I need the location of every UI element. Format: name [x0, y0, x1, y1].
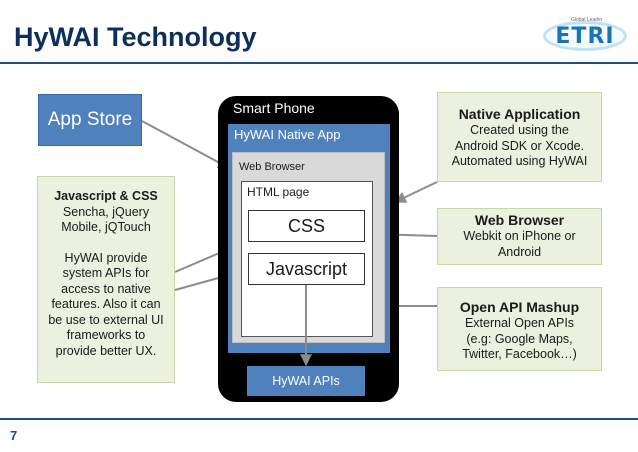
- note-line: Webkit on iPhone or: [463, 229, 576, 243]
- page-number: 7: [10, 428, 18, 443]
- native-application-note: Native Application Created using the And…: [437, 92, 602, 182]
- logo-tagline: Global Leader: [571, 17, 603, 23]
- javascript-css-note: Javascript & CSS Sencha, jQuery Mobile, …: [37, 176, 175, 383]
- note-line: Sencha, jQuery: [62, 204, 150, 219]
- note-line: Automated using HyWAI: [451, 154, 588, 168]
- note-line: provide better UX.: [55, 343, 157, 358]
- app-store-box: App Store: [38, 94, 142, 146]
- note-title: Open API Mashup: [459, 299, 580, 315]
- smart-phone-label: Smart Phone: [233, 100, 315, 116]
- etri-logo: Global Leader ETRI: [543, 17, 627, 51]
- note-title: Web Browser: [474, 212, 565, 228]
- footer-divider: [0, 418, 638, 420]
- note-line: (e.g: Google Maps,: [466, 331, 573, 346]
- logo-oval: [543, 21, 627, 51]
- note-line: HyWAI provide: [64, 250, 148, 265]
- web-browser-label: Web Browser: [239, 161, 305, 173]
- note-line: External Open APIs: [464, 316, 575, 330]
- html-page-label: HTML page: [247, 185, 310, 199]
- note-line: Mobile, jQTouch: [61, 220, 151, 234]
- native-app-label: HyWAI Native App: [234, 127, 341, 142]
- title-divider: [0, 62, 638, 64]
- note-line: Twitter, Facebook…): [462, 347, 577, 361]
- note-title: Native Application: [458, 106, 581, 122]
- web-browser-note: Web Browser Webkit on iPhone or Android: [437, 208, 602, 265]
- slide-title: HyWAI Technology: [14, 22, 257, 52]
- arrow-native-box-to-phone: [393, 181, 438, 203]
- note-line: access to native: [61, 281, 151, 296]
- note-line: frameworks to: [66, 328, 146, 342]
- note-line: Created using the: [470, 123, 569, 137]
- logo-text: ETRI: [555, 24, 615, 49]
- note-title: Javascript & CSS: [54, 189, 158, 203]
- open-api-mashup-note: Open API Mashup External Open APIs (e.g:…: [437, 287, 602, 371]
- note-line: Android: [497, 244, 542, 259]
- javascript-box: Javascript: [248, 253, 365, 285]
- note-line: system APIs for: [62, 266, 150, 280]
- css-box: CSS: [248, 210, 365, 242]
- arrow-appstore-to-native: [141, 120, 231, 169]
- note-line: be use to external UI: [48, 312, 164, 327]
- note-line: features. Also it can: [51, 297, 161, 311]
- hywai-apis-box: HyWAI APIs: [247, 366, 365, 396]
- note-line: Android SDK or Xcode.: [454, 138, 585, 153]
